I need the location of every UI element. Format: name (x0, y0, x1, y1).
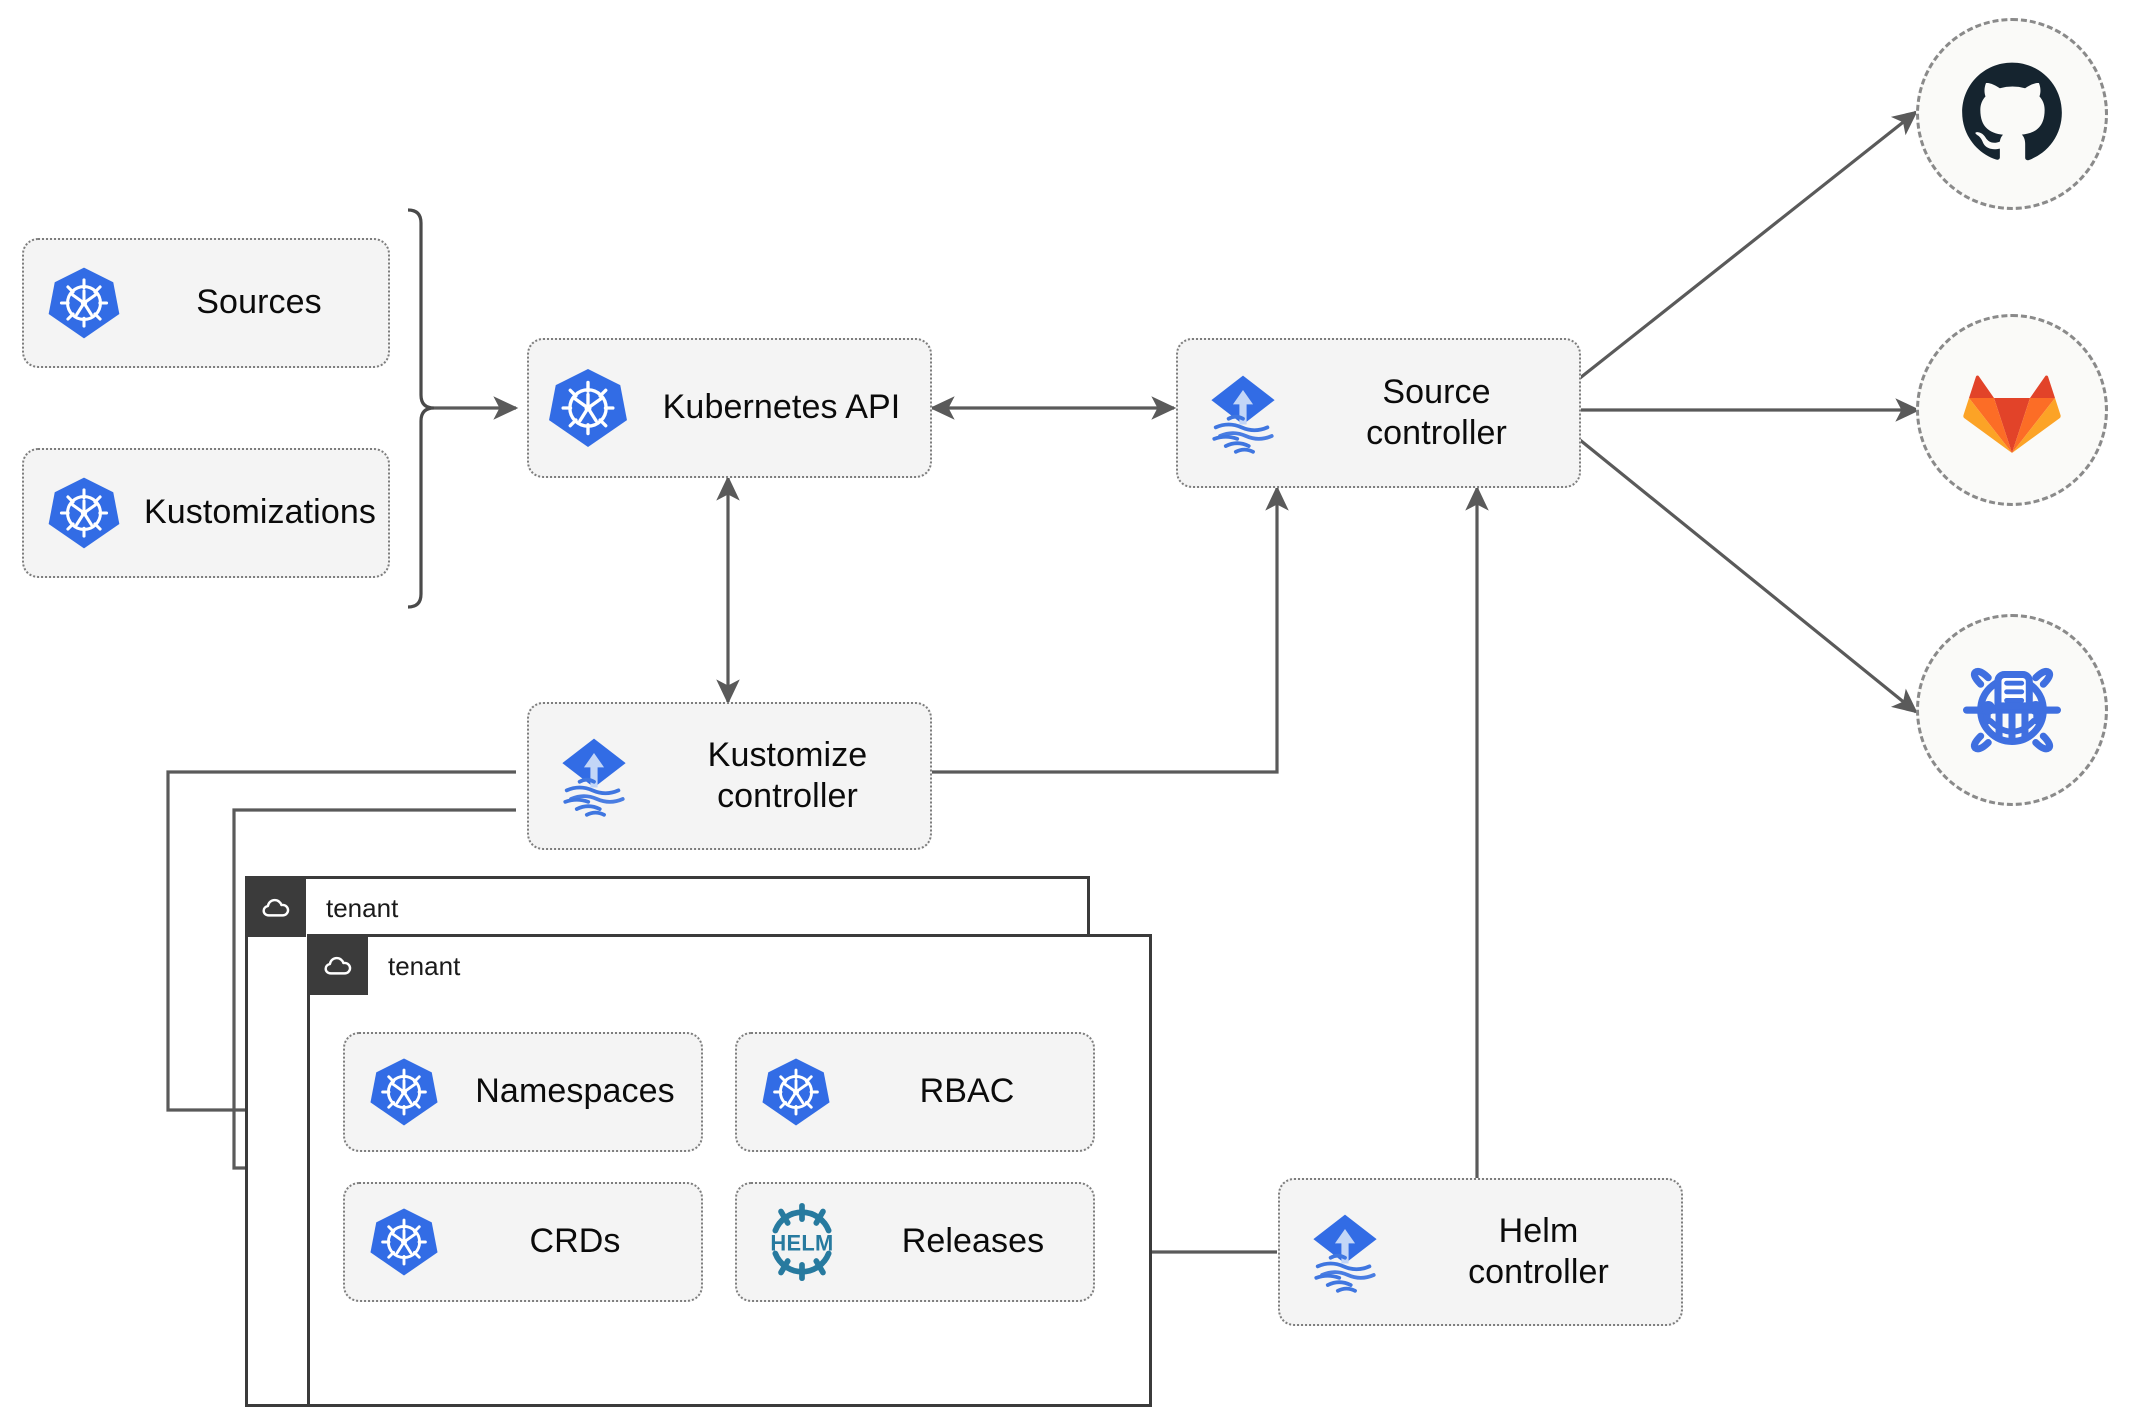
node-rbac[interactable]: RBAC (735, 1032, 1095, 1152)
edge-kustomize-controller-to-source-controller (932, 485, 1289, 774)
edge-source-controller-to-chart-repository (1578, 438, 1918, 714)
helm-icon: HELM (737, 1202, 867, 1282)
tenant-window-inner[interactable]: tenant (307, 934, 1152, 1407)
node-kubernetes-api[interactable]: Kubernetes API (527, 338, 932, 478)
cloud-icon (248, 879, 306, 937)
tenant-titlebar: tenant (248, 879, 398, 937)
repo-github[interactable] (1916, 18, 2108, 210)
node-label: RBAC (919, 1072, 1015, 1111)
node-releases[interactable]: HELM Releases (735, 1182, 1095, 1302)
kubernetes-icon (345, 1205, 463, 1279)
repo-chart-repository[interactable] (1916, 614, 2108, 806)
svg-text:HELM: HELM (770, 1231, 833, 1256)
node-namespaces[interactable]: Namespaces (343, 1032, 703, 1152)
tenant-titlebar: tenant (310, 937, 460, 995)
kubernetes-icon (24, 474, 144, 552)
flux-icon (529, 730, 659, 822)
kubernetes-icon (737, 1055, 855, 1129)
node-sources[interactable]: Sources (22, 238, 390, 368)
repo-gitlab[interactable] (1916, 314, 2108, 506)
kubernetes-icon (529, 365, 647, 451)
node-label: Namespaces (475, 1072, 675, 1111)
gitlab-icon (1962, 360, 2062, 461)
tenant-label: tenant (326, 892, 399, 923)
node-helm-controller[interactable]: Helm controller (1278, 1178, 1683, 1326)
node-label: Releases (901, 1222, 1045, 1261)
edge-source-controller-to-github (1579, 110, 1918, 380)
group-bracket (407, 208, 435, 609)
node-label: Kubernetes API (662, 388, 901, 427)
github-icon (1960, 60, 2064, 169)
cloud-icon (310, 937, 368, 995)
node-label: Source controller (1366, 372, 1507, 452)
node-label: Helm controller (1468, 1211, 1609, 1291)
node-kustomize-controller[interactable]: Kustomize controller (527, 702, 932, 850)
node-label: Kustomize controller (707, 735, 868, 815)
kubernetes-icon (345, 1055, 463, 1129)
flux-icon (1280, 1206, 1410, 1298)
node-label: CRDs (529, 1222, 621, 1261)
flux-icon (1178, 367, 1308, 459)
node-kustomizations[interactable]: Kustomizations (22, 448, 390, 578)
chart-repository-icon (1958, 654, 2066, 767)
kubernetes-icon (24, 264, 144, 342)
node-source-controller[interactable]: Source controller (1176, 338, 1581, 488)
node-label: Sources (196, 283, 322, 322)
node-crds[interactable]: CRDs (343, 1182, 703, 1302)
node-label: Kustomizations (144, 493, 376, 532)
tenant-label: tenant (388, 950, 461, 981)
